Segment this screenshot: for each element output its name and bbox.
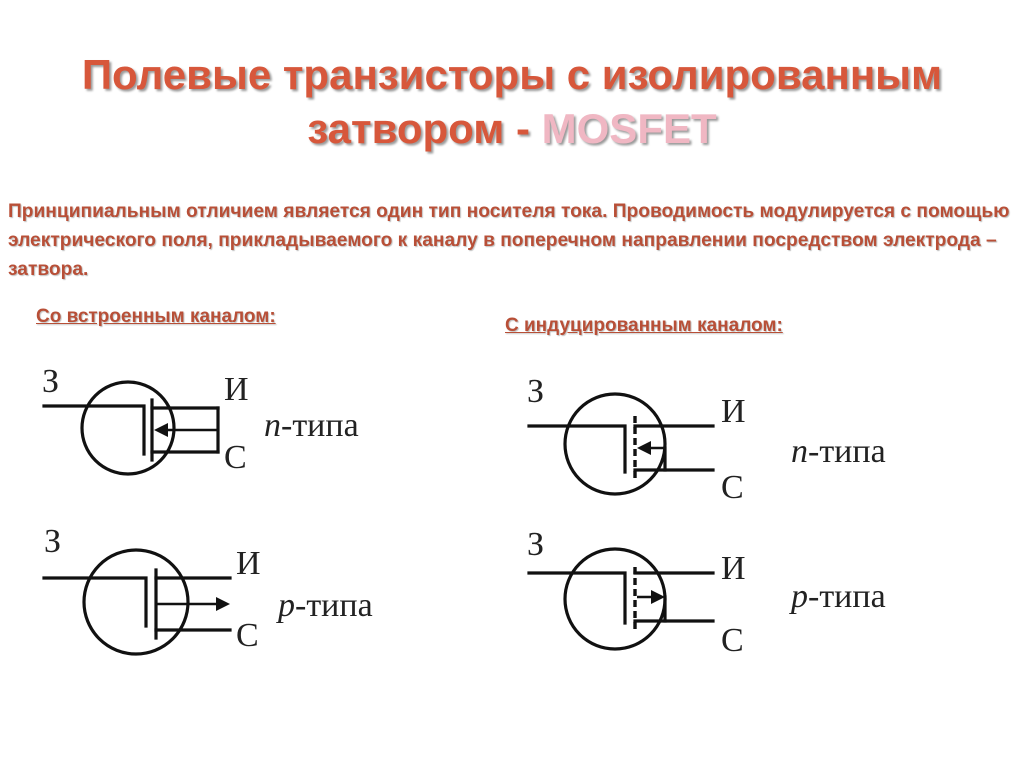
type-letter: p (276, 587, 295, 624)
type-label: n-типа (264, 407, 359, 444)
gate-electrode (42, 576, 148, 628)
mosfet-builtin-p-drawing: З И С p-типа (42, 523, 373, 656)
type-label: n-типа (791, 433, 886, 470)
drain-label: С (721, 622, 744, 659)
gate-label: З (42, 363, 59, 400)
gate-label: З (44, 523, 61, 560)
source-label: И (224, 371, 249, 408)
type-letter: n (264, 407, 281, 444)
built-in-channel-heading: Со встроенным каналом: (36, 306, 276, 327)
transistor-envelope (563, 547, 667, 651)
transistor-envelope (563, 392, 667, 496)
type-suffix: -типа (295, 587, 373, 624)
source-label: И (721, 393, 746, 430)
mosfet-induced-p-drawing: З И С p-типа (527, 526, 886, 659)
type-suffix: -типа (281, 407, 359, 444)
type-letter: n (791, 433, 808, 470)
source-label: И (721, 550, 746, 587)
title-line-1: Полевые транзисторы с изолированным (81, 51, 943, 98)
mosfet-induced-n-drawing: З И С n-типа (527, 373, 886, 506)
type-suffix: -типа (808, 578, 886, 615)
slide-title: Полевые транзисторы с изолированным затв… (0, 48, 1024, 156)
type-label: p-типа (276, 587, 373, 624)
mosfet-symbol-builtin-n: З И С n-типа (40, 358, 420, 488)
induced-channel-heading: С индуцированным каналом: (505, 315, 783, 336)
transistor-envelope (80, 380, 176, 476)
transistor-envelope (82, 548, 190, 656)
drain-label: С (721, 469, 744, 506)
drain-label: С (236, 617, 259, 654)
substrate-arrow-icon (651, 590, 665, 604)
drain-label: С (224, 439, 247, 476)
mosfet-symbol-builtin-p: З И С p-типа (40, 522, 420, 662)
mosfet-symbol-induced-p: З И С p-типа (525, 525, 945, 665)
gate-label: З (527, 526, 544, 563)
mosfet-builtin-n-drawing: З И С n-типа (42, 363, 359, 476)
source-label: И (236, 545, 261, 582)
gate-label: З (527, 373, 544, 410)
title-accent-mosfet: MOSFET (541, 105, 717, 152)
gate-electrode (42, 404, 146, 456)
type-label: p-типа (789, 578, 886, 615)
title-line-2-main: затвором - (307, 105, 542, 152)
title-line-2: затвором - MOSFET (0, 102, 1024, 156)
gate-electrode (527, 571, 627, 625)
gate-electrode (527, 424, 627, 474)
type-suffix: -типа (808, 433, 886, 470)
substrate-arrow-icon (154, 423, 168, 437)
substrate-arrow-icon (637, 441, 651, 455)
mosfet-symbol-induced-n: З И С n-типа (525, 368, 945, 508)
intro-paragraph: Принципиальным отличием является один ти… (8, 201, 1010, 280)
substrate-arrow-icon (216, 597, 230, 611)
type-letter: p (789, 578, 808, 615)
